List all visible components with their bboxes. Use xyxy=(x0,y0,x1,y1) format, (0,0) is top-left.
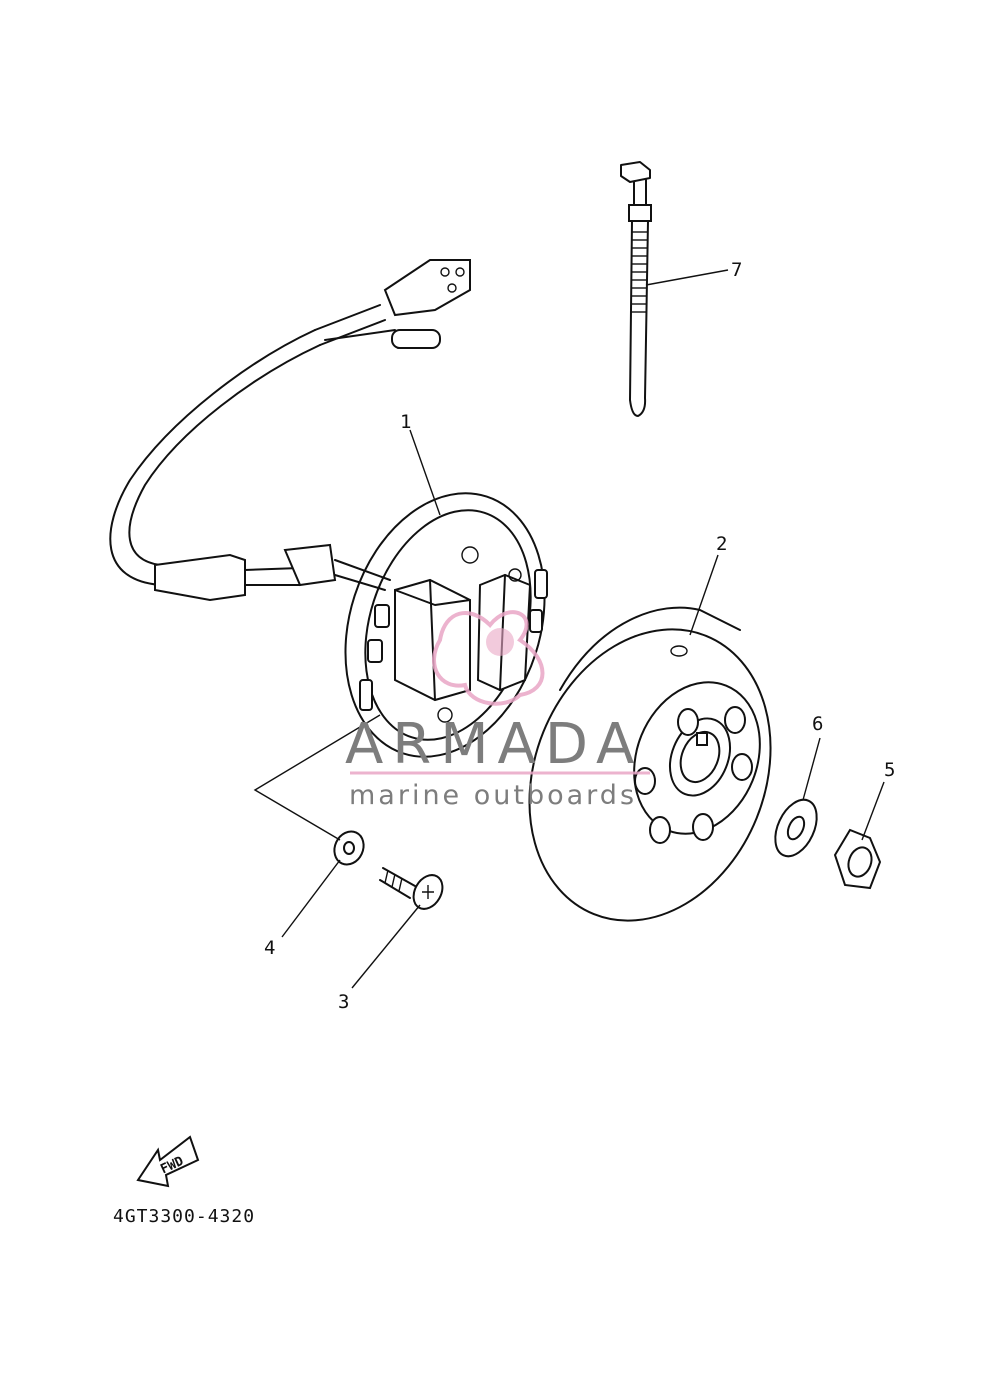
fwd-arrow-icon: FWD xyxy=(136,1135,200,1188)
callout-4: 4 xyxy=(264,937,275,959)
cable-tie-part xyxy=(620,161,652,417)
callout-3: 3 xyxy=(338,991,349,1013)
watermark-title: ARMADA xyxy=(345,712,644,777)
callout-1: 1 xyxy=(400,411,411,433)
watermark-subtitle: marine outboards xyxy=(349,780,638,811)
callout-7: 7 xyxy=(731,259,742,281)
nut-part xyxy=(833,828,882,890)
diagram-code: 4GT3300-4320 xyxy=(113,1206,256,1227)
watermark-logo-icon xyxy=(350,610,650,775)
leader-lines xyxy=(253,269,885,989)
screw-part xyxy=(379,867,444,910)
washer-4-part xyxy=(333,830,365,866)
washer-6-part xyxy=(774,798,818,858)
callout-2: 2 xyxy=(716,533,727,555)
callouts: 1 2 3 4 5 6 7 xyxy=(264,259,895,1013)
callout-5: 5 xyxy=(884,759,895,781)
callout-6: 6 xyxy=(812,713,823,735)
wire-harness xyxy=(109,259,471,602)
